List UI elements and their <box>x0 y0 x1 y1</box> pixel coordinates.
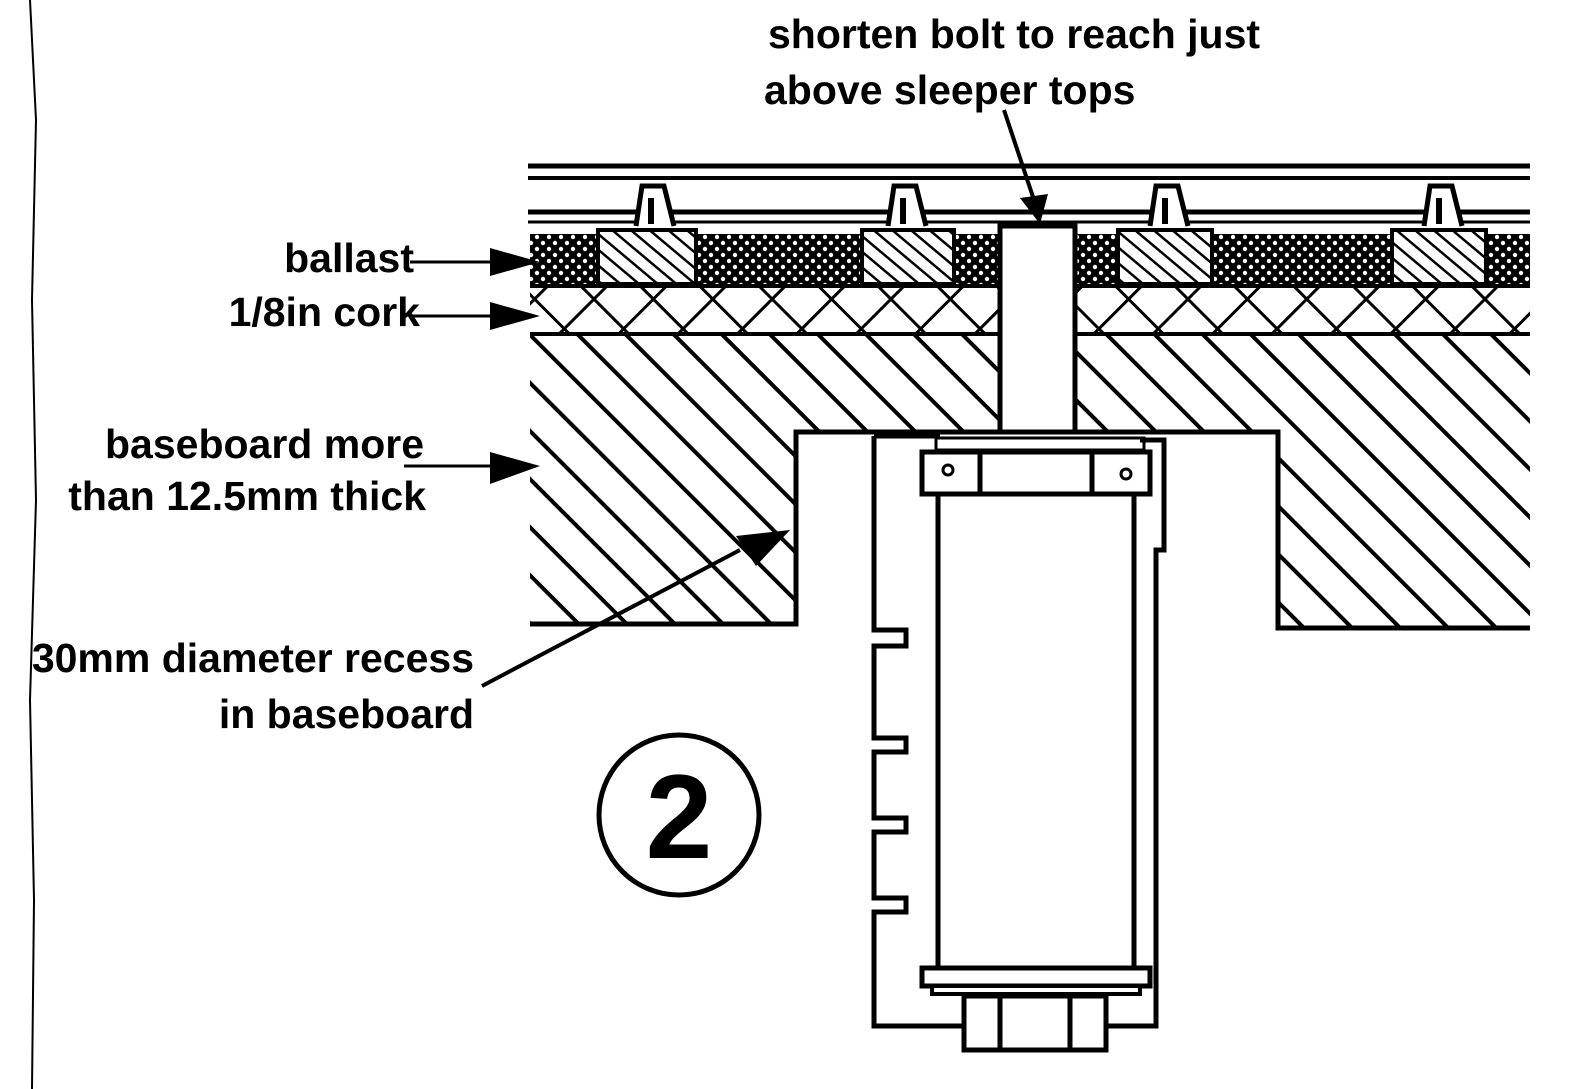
baseboard-label-line2: than 12.5mm thick <box>68 473 426 519</box>
screw-hole-icon <box>1119 467 1133 481</box>
rail-chair <box>1421 183 1465 227</box>
recess-label-line1: 30mm diameter recess <box>32 635 474 681</box>
bolt-note-line2: above sleeper tops <box>764 67 1135 113</box>
rail-chair <box>885 183 929 227</box>
cork-layer <box>530 284 1530 336</box>
figure-number: 2 <box>646 750 713 884</box>
rail <box>528 163 1530 224</box>
baseboard-label-line1: baseboard more <box>105 421 424 467</box>
leader-arrows <box>404 109 1048 688</box>
figure-number-badge: 2 <box>596 732 762 898</box>
cork-label: 1/8in cork <box>229 289 421 335</box>
rail-chair <box>633 183 677 227</box>
rail-chair <box>1147 183 1191 227</box>
ballast-label: ballast <box>284 235 414 281</box>
screw-hole-icon <box>941 463 955 477</box>
baseboard <box>530 336 1530 631</box>
mounting-bracket <box>919 449 1153 497</box>
recess-label-line2: in baseboard <box>219 691 474 737</box>
bolt-shaft <box>997 223 1078 435</box>
page-edge-line <box>28 0 38 1089</box>
rail-chairs <box>633 183 1465 227</box>
bolt-note-line1: shorten bolt to reach just <box>768 11 1260 57</box>
point-motor <box>871 433 1167 1053</box>
